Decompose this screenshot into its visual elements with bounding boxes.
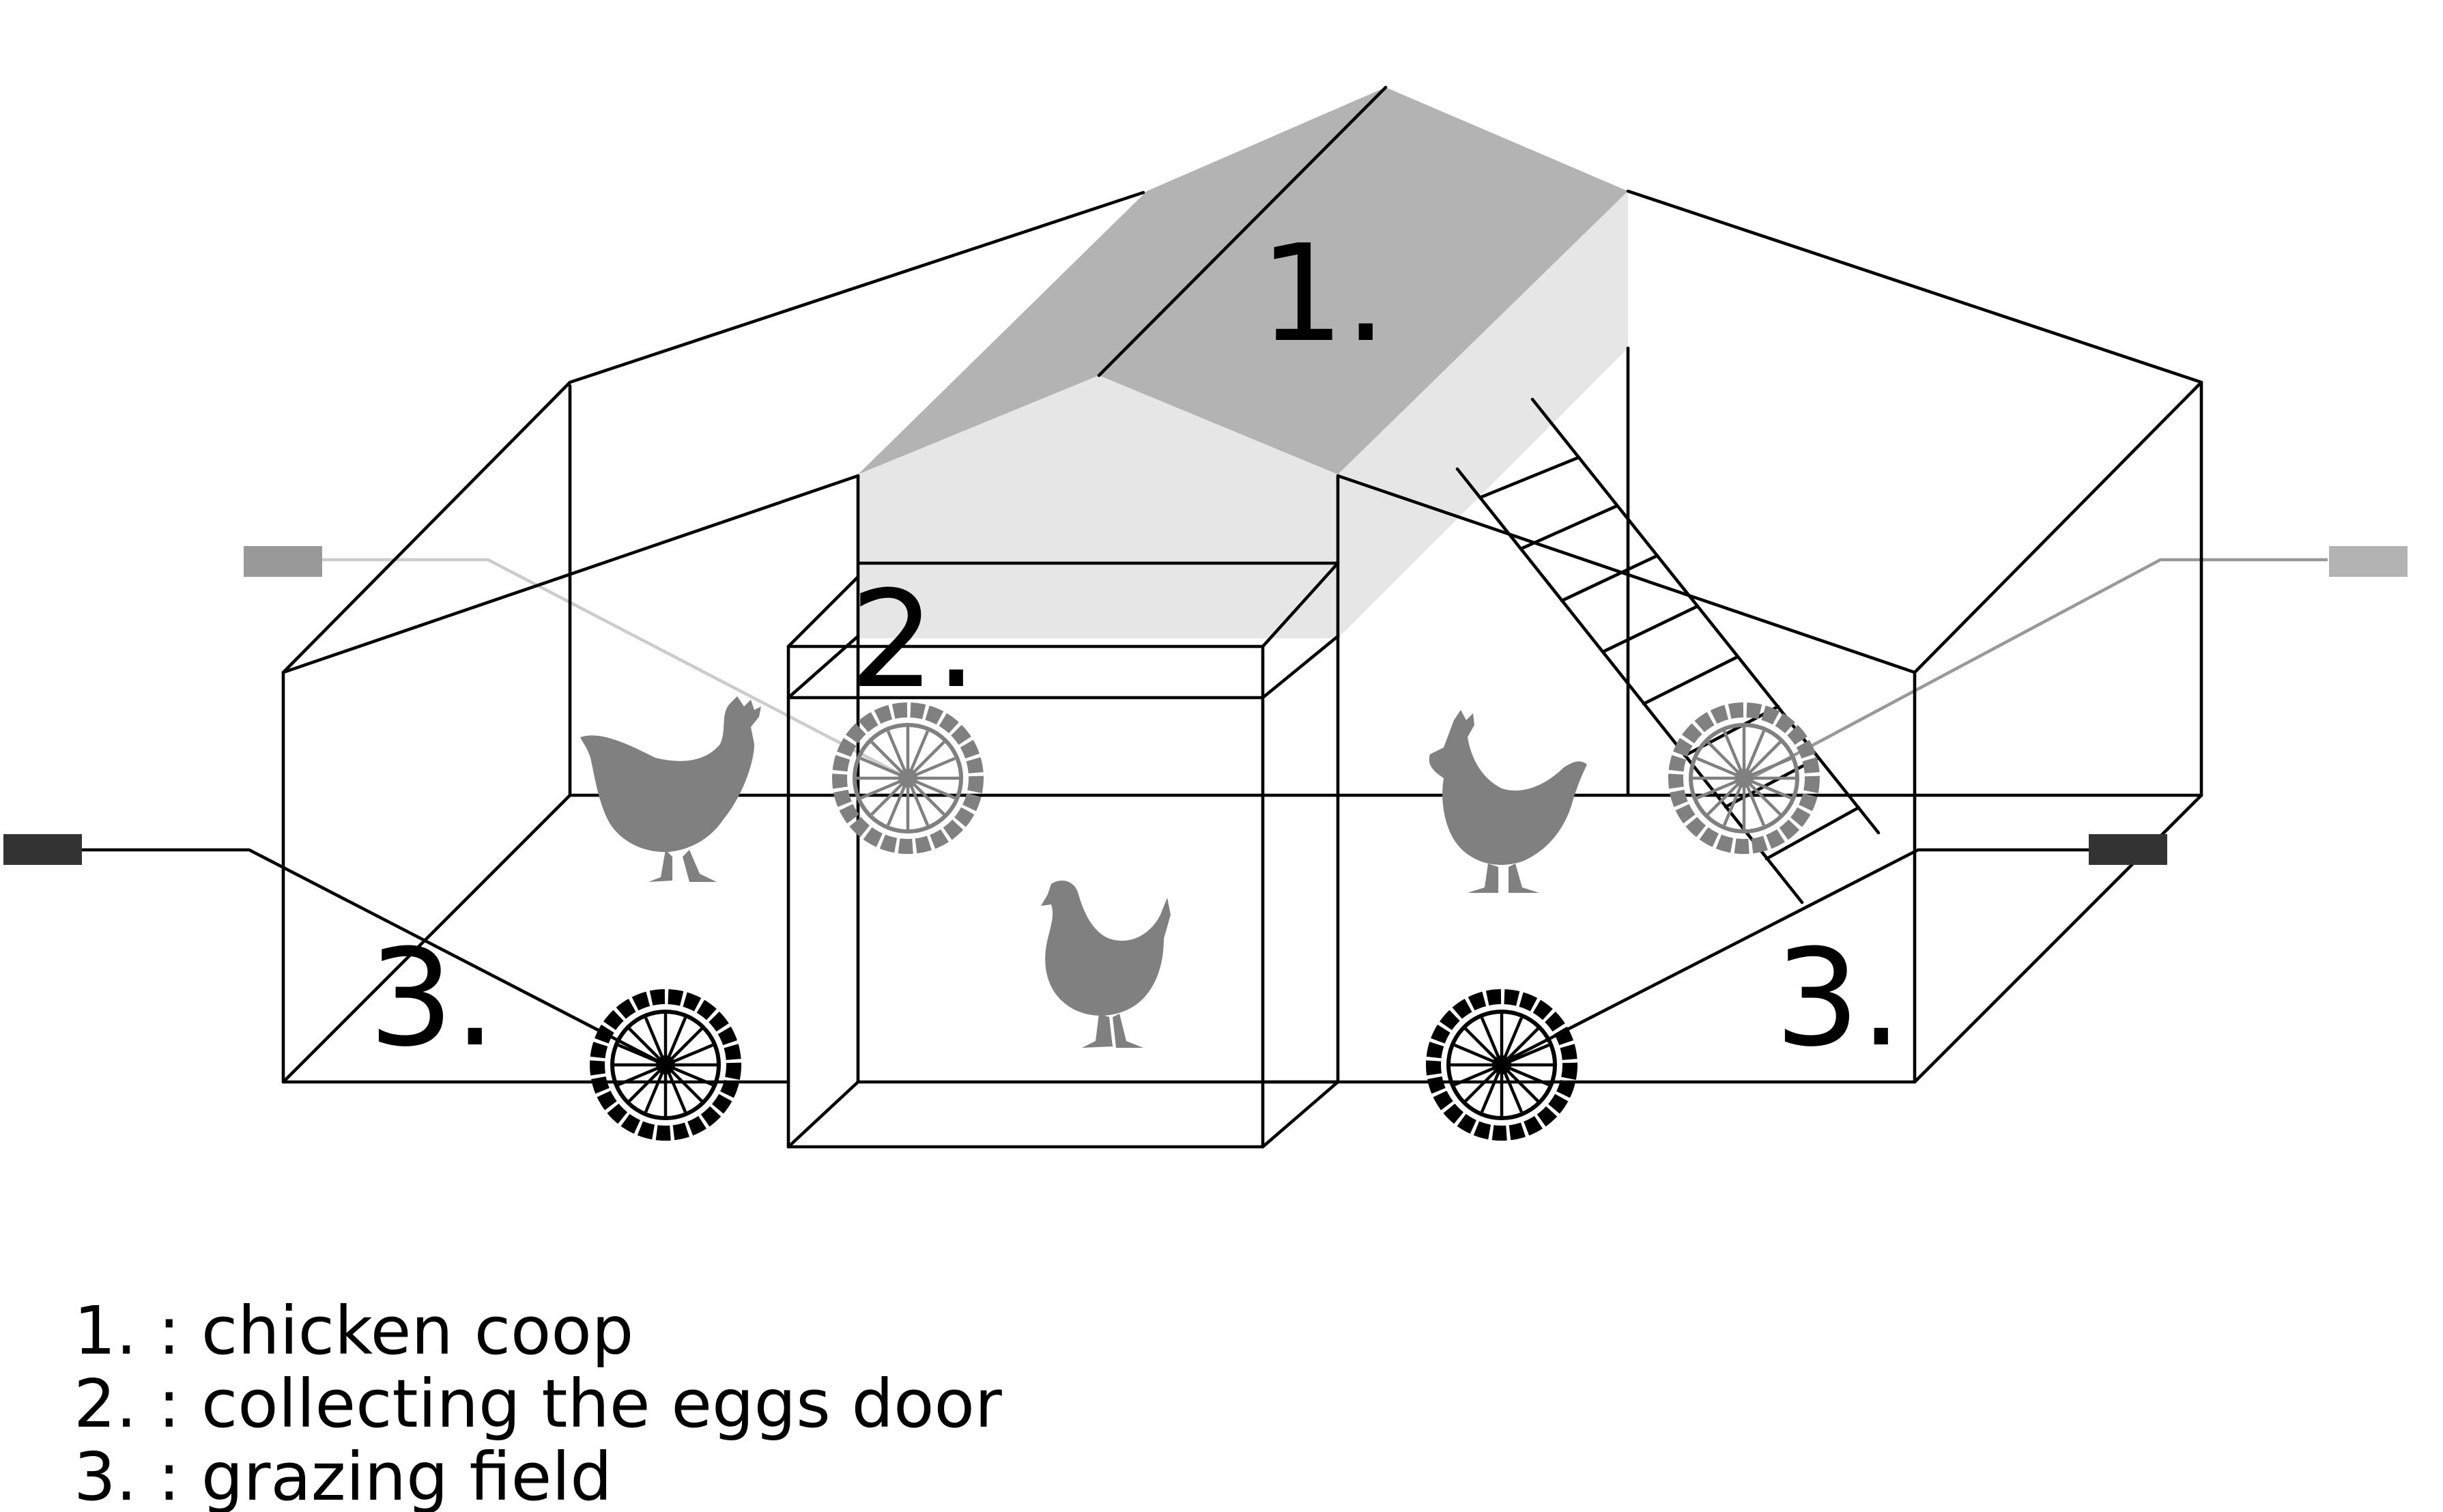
back-right-wheel <box>1668 702 1820 854</box>
rooster-right-icon <box>1429 710 1587 893</box>
rooster-left-icon <box>580 696 761 882</box>
back-right-handle <box>2329 546 2408 577</box>
back-left-handle <box>244 546 322 577</box>
back-left-handle-bar <box>244 546 909 780</box>
back-right-handle-bar <box>1749 546 2408 780</box>
front-left-handle <box>3 834 82 865</box>
label-chicken-coop: 1. <box>1259 216 1387 372</box>
label-grazing-field-right: 3. <box>1775 921 1902 1076</box>
front-right-handle-bar <box>1497 834 2167 1067</box>
front-left-handle-bar <box>3 834 667 1067</box>
front-right-handle <box>2089 834 2167 865</box>
coop-roof-left-panel <box>858 87 1386 474</box>
coop-front-gable <box>858 375 1338 638</box>
coop-roof-right-panel <box>1099 87 1628 474</box>
front-right-wheel <box>1426 989 1577 1141</box>
label-egg-door: 2. <box>850 562 977 718</box>
legend-item: 1. : chicken coop <box>74 1292 633 1369</box>
hen-center-icon <box>1041 881 1171 1048</box>
legend-item: 2. : collecting the eggs door <box>74 1365 1002 1442</box>
legend-item: 3. : grazing field <box>74 1438 612 1512</box>
label-grazing-field-left: 3. <box>369 921 496 1076</box>
legend: 1. : chicken coop 2. : collecting the eg… <box>74 1292 1002 1512</box>
coop-side-wall <box>1338 191 1628 638</box>
back-left-wheel <box>832 702 984 854</box>
front-left-wheel <box>590 989 741 1141</box>
